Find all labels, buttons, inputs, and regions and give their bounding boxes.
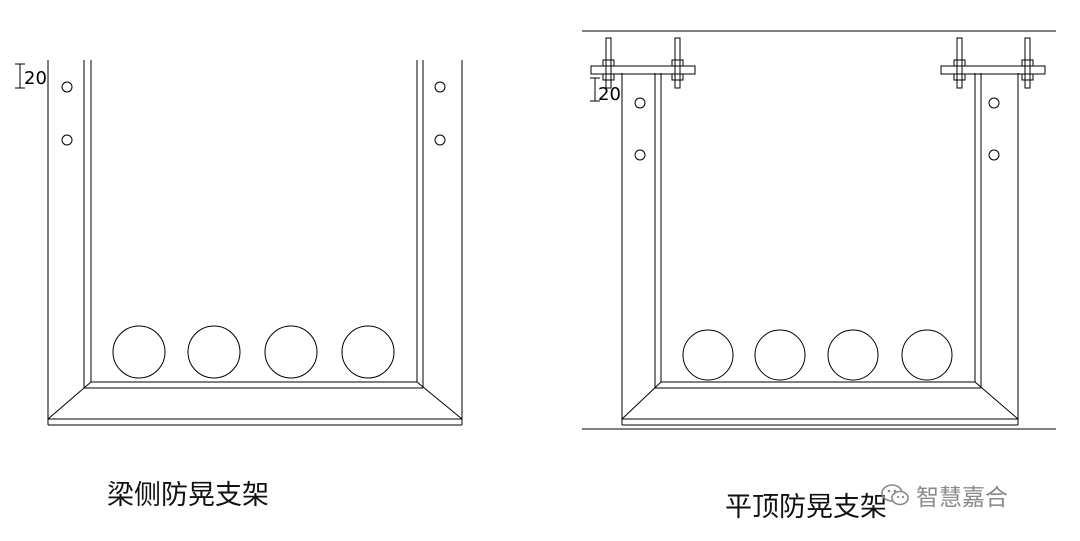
pipe bbox=[341, 325, 395, 379]
watermark-text: 智慧嘉合 bbox=[916, 485, 1008, 511]
mounting-plate-right bbox=[940, 65, 1046, 75]
wechat-icon bbox=[881, 484, 909, 506]
bolt-hole bbox=[634, 149, 646, 161]
pipe bbox=[827, 329, 879, 381]
bolt-hole bbox=[434, 134, 446, 146]
pipe bbox=[264, 325, 318, 379]
pipe bbox=[187, 325, 241, 379]
bolt-hole bbox=[61, 81, 73, 93]
pipe bbox=[682, 329, 734, 381]
anchor-bolt bbox=[602, 37, 615, 89]
pipe bbox=[112, 325, 166, 379]
anchor-bolt bbox=[671, 37, 684, 89]
anchor-bolt bbox=[1021, 37, 1034, 89]
dimension-label: 20 bbox=[24, 68, 47, 89]
dimension-mark bbox=[590, 77, 600, 102]
flat-ceiling-bracket: 20 bbox=[582, 30, 1056, 430]
bolt-hole bbox=[634, 97, 646, 109]
pipe bbox=[754, 329, 806, 381]
beam-side-bracket: 20 bbox=[15, 60, 463, 426]
watermark: 智慧嘉合 bbox=[880, 478, 1008, 512]
bolt-hole bbox=[988, 97, 1000, 109]
dimension-mark bbox=[15, 63, 25, 89]
mitre-left bbox=[621, 381, 662, 420]
bolt-hole bbox=[434, 81, 446, 93]
bolt-hole bbox=[988, 149, 1000, 161]
pipe bbox=[901, 329, 953, 381]
anchor-bolt bbox=[953, 37, 966, 89]
mitre-right bbox=[416, 381, 463, 420]
mitre-left bbox=[47, 381, 92, 420]
caption-flat-ceiling-bracket: 平顶防晃支架 bbox=[725, 492, 887, 523]
caption-beam-side-bracket: 梁侧防晃支架 bbox=[107, 480, 269, 511]
dimension-label: 20 bbox=[598, 84, 621, 105]
bolt-hole bbox=[61, 134, 73, 146]
mitre-right bbox=[974, 381, 1019, 420]
mounting-plate-left bbox=[590, 65, 696, 75]
